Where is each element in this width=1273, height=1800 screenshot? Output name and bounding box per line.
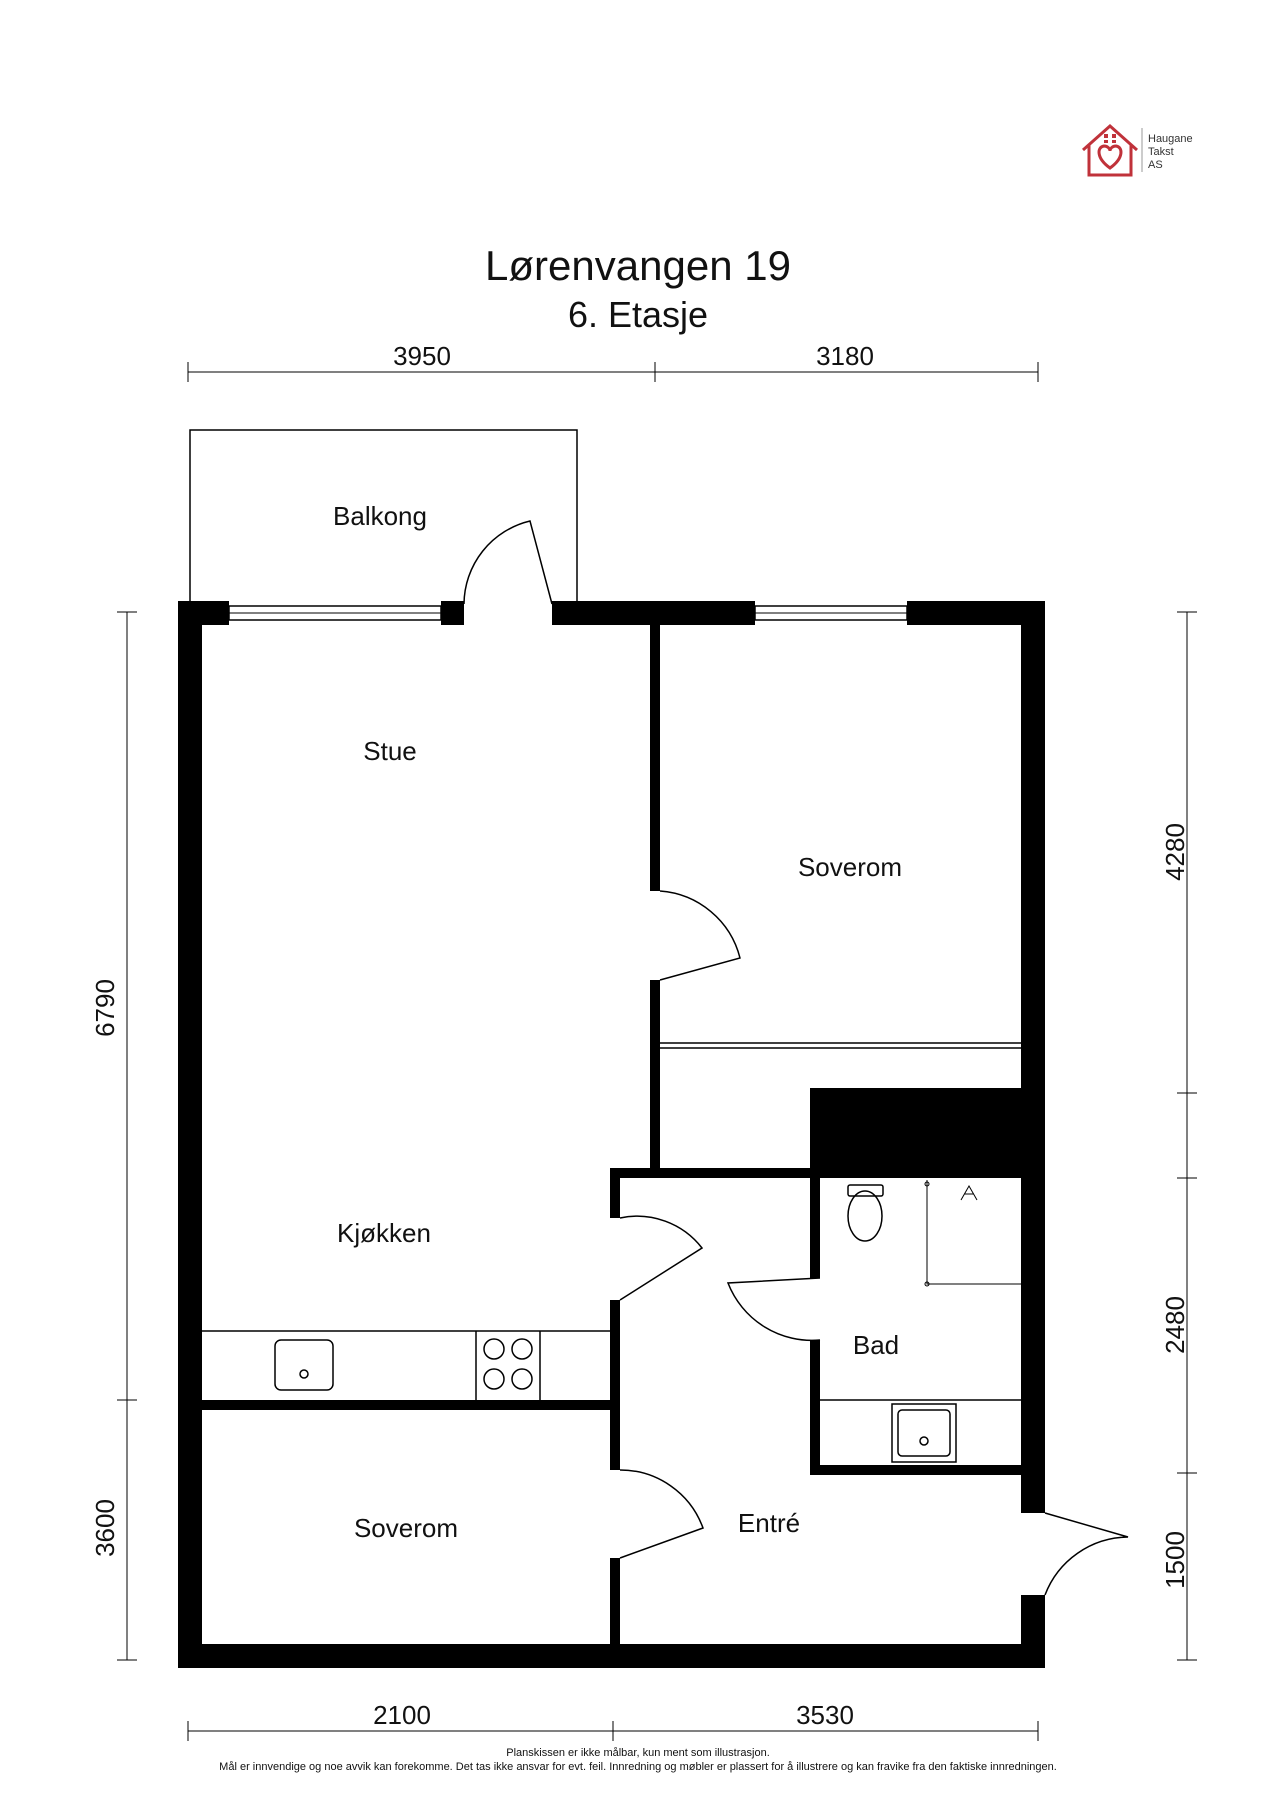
room-label-entre: Entré bbox=[738, 1508, 800, 1538]
company-name-line-2: Takst bbox=[1148, 146, 1174, 158]
dim-bottom-left: 2100 bbox=[373, 1700, 431, 1730]
dim-right-upper: 4280 bbox=[1160, 823, 1190, 881]
room-label-soverom-upper: Soverom bbox=[798, 852, 902, 882]
exterior-walls bbox=[178, 601, 1045, 1668]
dimension-left: 6790 3600 bbox=[90, 611, 137, 1661]
dim-top-left: 3950 bbox=[393, 341, 451, 371]
plan-title: Lørenvangen 19 bbox=[485, 242, 791, 289]
balcony bbox=[189, 429, 578, 604]
dim-bottom-right: 3530 bbox=[796, 1700, 854, 1730]
room-label-stue: Stue bbox=[363, 736, 417, 766]
disclaimer-line-2: Mål er innvendige og noe avvik kan forek… bbox=[219, 1761, 1057, 1773]
company-name-line-1: Haugane bbox=[1148, 133, 1193, 145]
dimension-right: 4280 2480 1500 bbox=[1160, 611, 1197, 1661]
room-label-bad: Bad bbox=[853, 1330, 899, 1360]
room-label-balkong: Balkong bbox=[333, 501, 427, 531]
room-label-soverom-lower: Soverom bbox=[354, 1513, 458, 1543]
dim-right-lower: 1500 bbox=[1160, 1531, 1190, 1589]
kitchen-counter bbox=[202, 1330, 610, 1400]
bathroom-fixtures bbox=[820, 1180, 1021, 1463]
dim-right-middle: 2480 bbox=[1160, 1296, 1190, 1354]
dimension-bottom: 2100 3530 bbox=[187, 1700, 1039, 1741]
plan-subtitle: 6. Etasje bbox=[568, 294, 708, 335]
dim-top-right: 3180 bbox=[816, 341, 874, 371]
dim-left-upper: 6790 bbox=[90, 979, 120, 1037]
dim-left-lower: 3600 bbox=[90, 1499, 120, 1557]
room-label-kjokken: Kjøkken bbox=[337, 1218, 431, 1248]
dimension-top: 3950 3180 bbox=[187, 341, 1039, 382]
company-logo: Haugane Takst AS bbox=[1082, 123, 1193, 177]
interior-walls bbox=[202, 625, 1021, 1644]
interior-doors bbox=[619, 890, 1129, 1596]
balcony-door bbox=[463, 520, 553, 605]
disclaimer-line-1: Planskissen er ikke målbar, kun ment som… bbox=[506, 1747, 770, 1759]
company-name-line-3: AS bbox=[1148, 159, 1163, 171]
house-heart-icon bbox=[1082, 123, 1138, 177]
